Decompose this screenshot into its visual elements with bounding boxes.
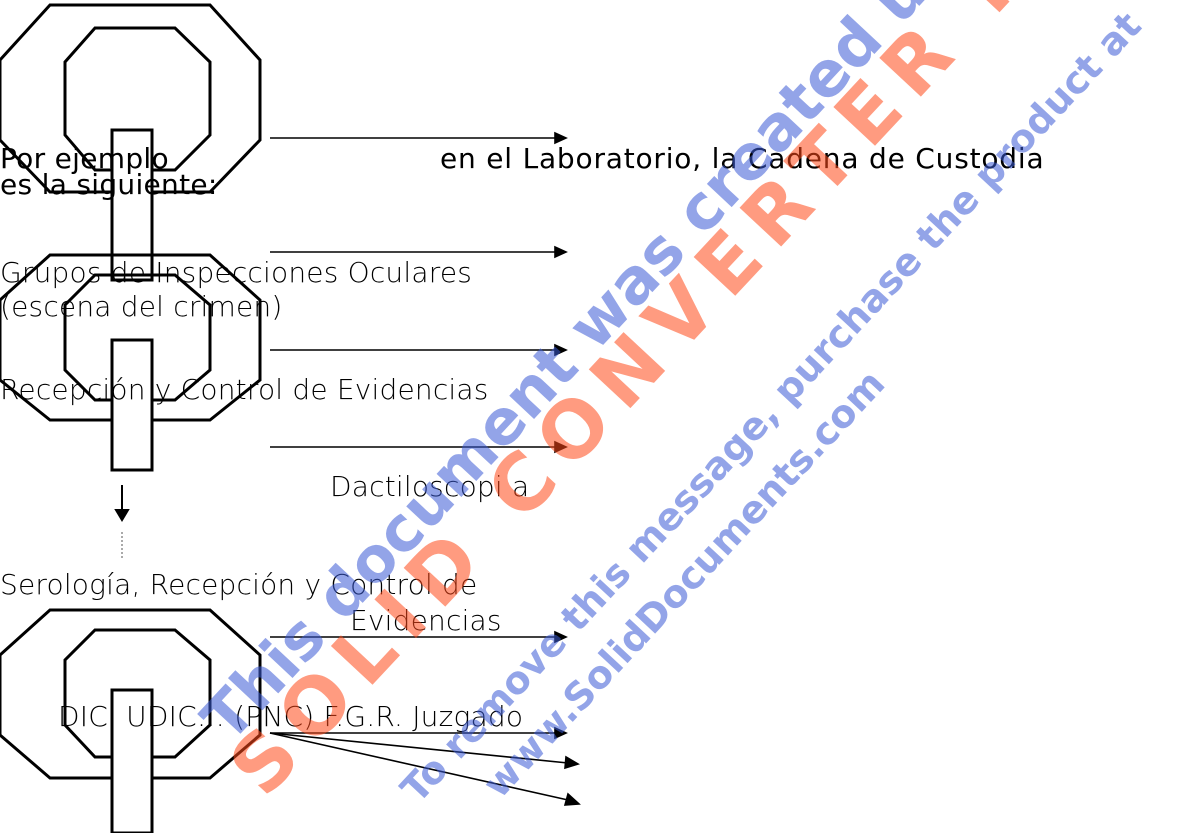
chain-bar [110, 338, 154, 472]
chain-link-inner [63, 628, 212, 759]
chain-link-outer [0, 608, 262, 780]
step-4-line2: Evidencias [350, 604, 502, 637]
step-2: Recepción y Control de Evidencias [0, 373, 489, 406]
step-1-line1: Grupos de Inspecciones Oculares [0, 256, 473, 289]
chain-link-outer [0, 253, 262, 422]
intro-left: Por ejemplo [0, 142, 169, 175]
down-arrow-head [114, 509, 130, 522]
step-1-line2: (escena del crimen) [0, 290, 283, 323]
chain-link-outer [0, 3, 262, 194]
intro-line2: es la siguiente: [0, 168, 218, 201]
intro-right: en el Laboratorio, la Cadena de Custodia [440, 142, 1045, 175]
chain-link-inner [63, 273, 212, 402]
chain-bar [110, 688, 154, 833]
step-4-line1: Serología, Recepción y Control de [0, 568, 478, 601]
step-5: DIC, UDIC… (PNC) F.G.R. Juzgado [58, 700, 524, 733]
step-3: Dactiloscopi a [330, 470, 530, 503]
arrow [269, 732, 569, 764]
chain-link-inner [63, 26, 212, 172]
arrow [269, 732, 569, 801]
